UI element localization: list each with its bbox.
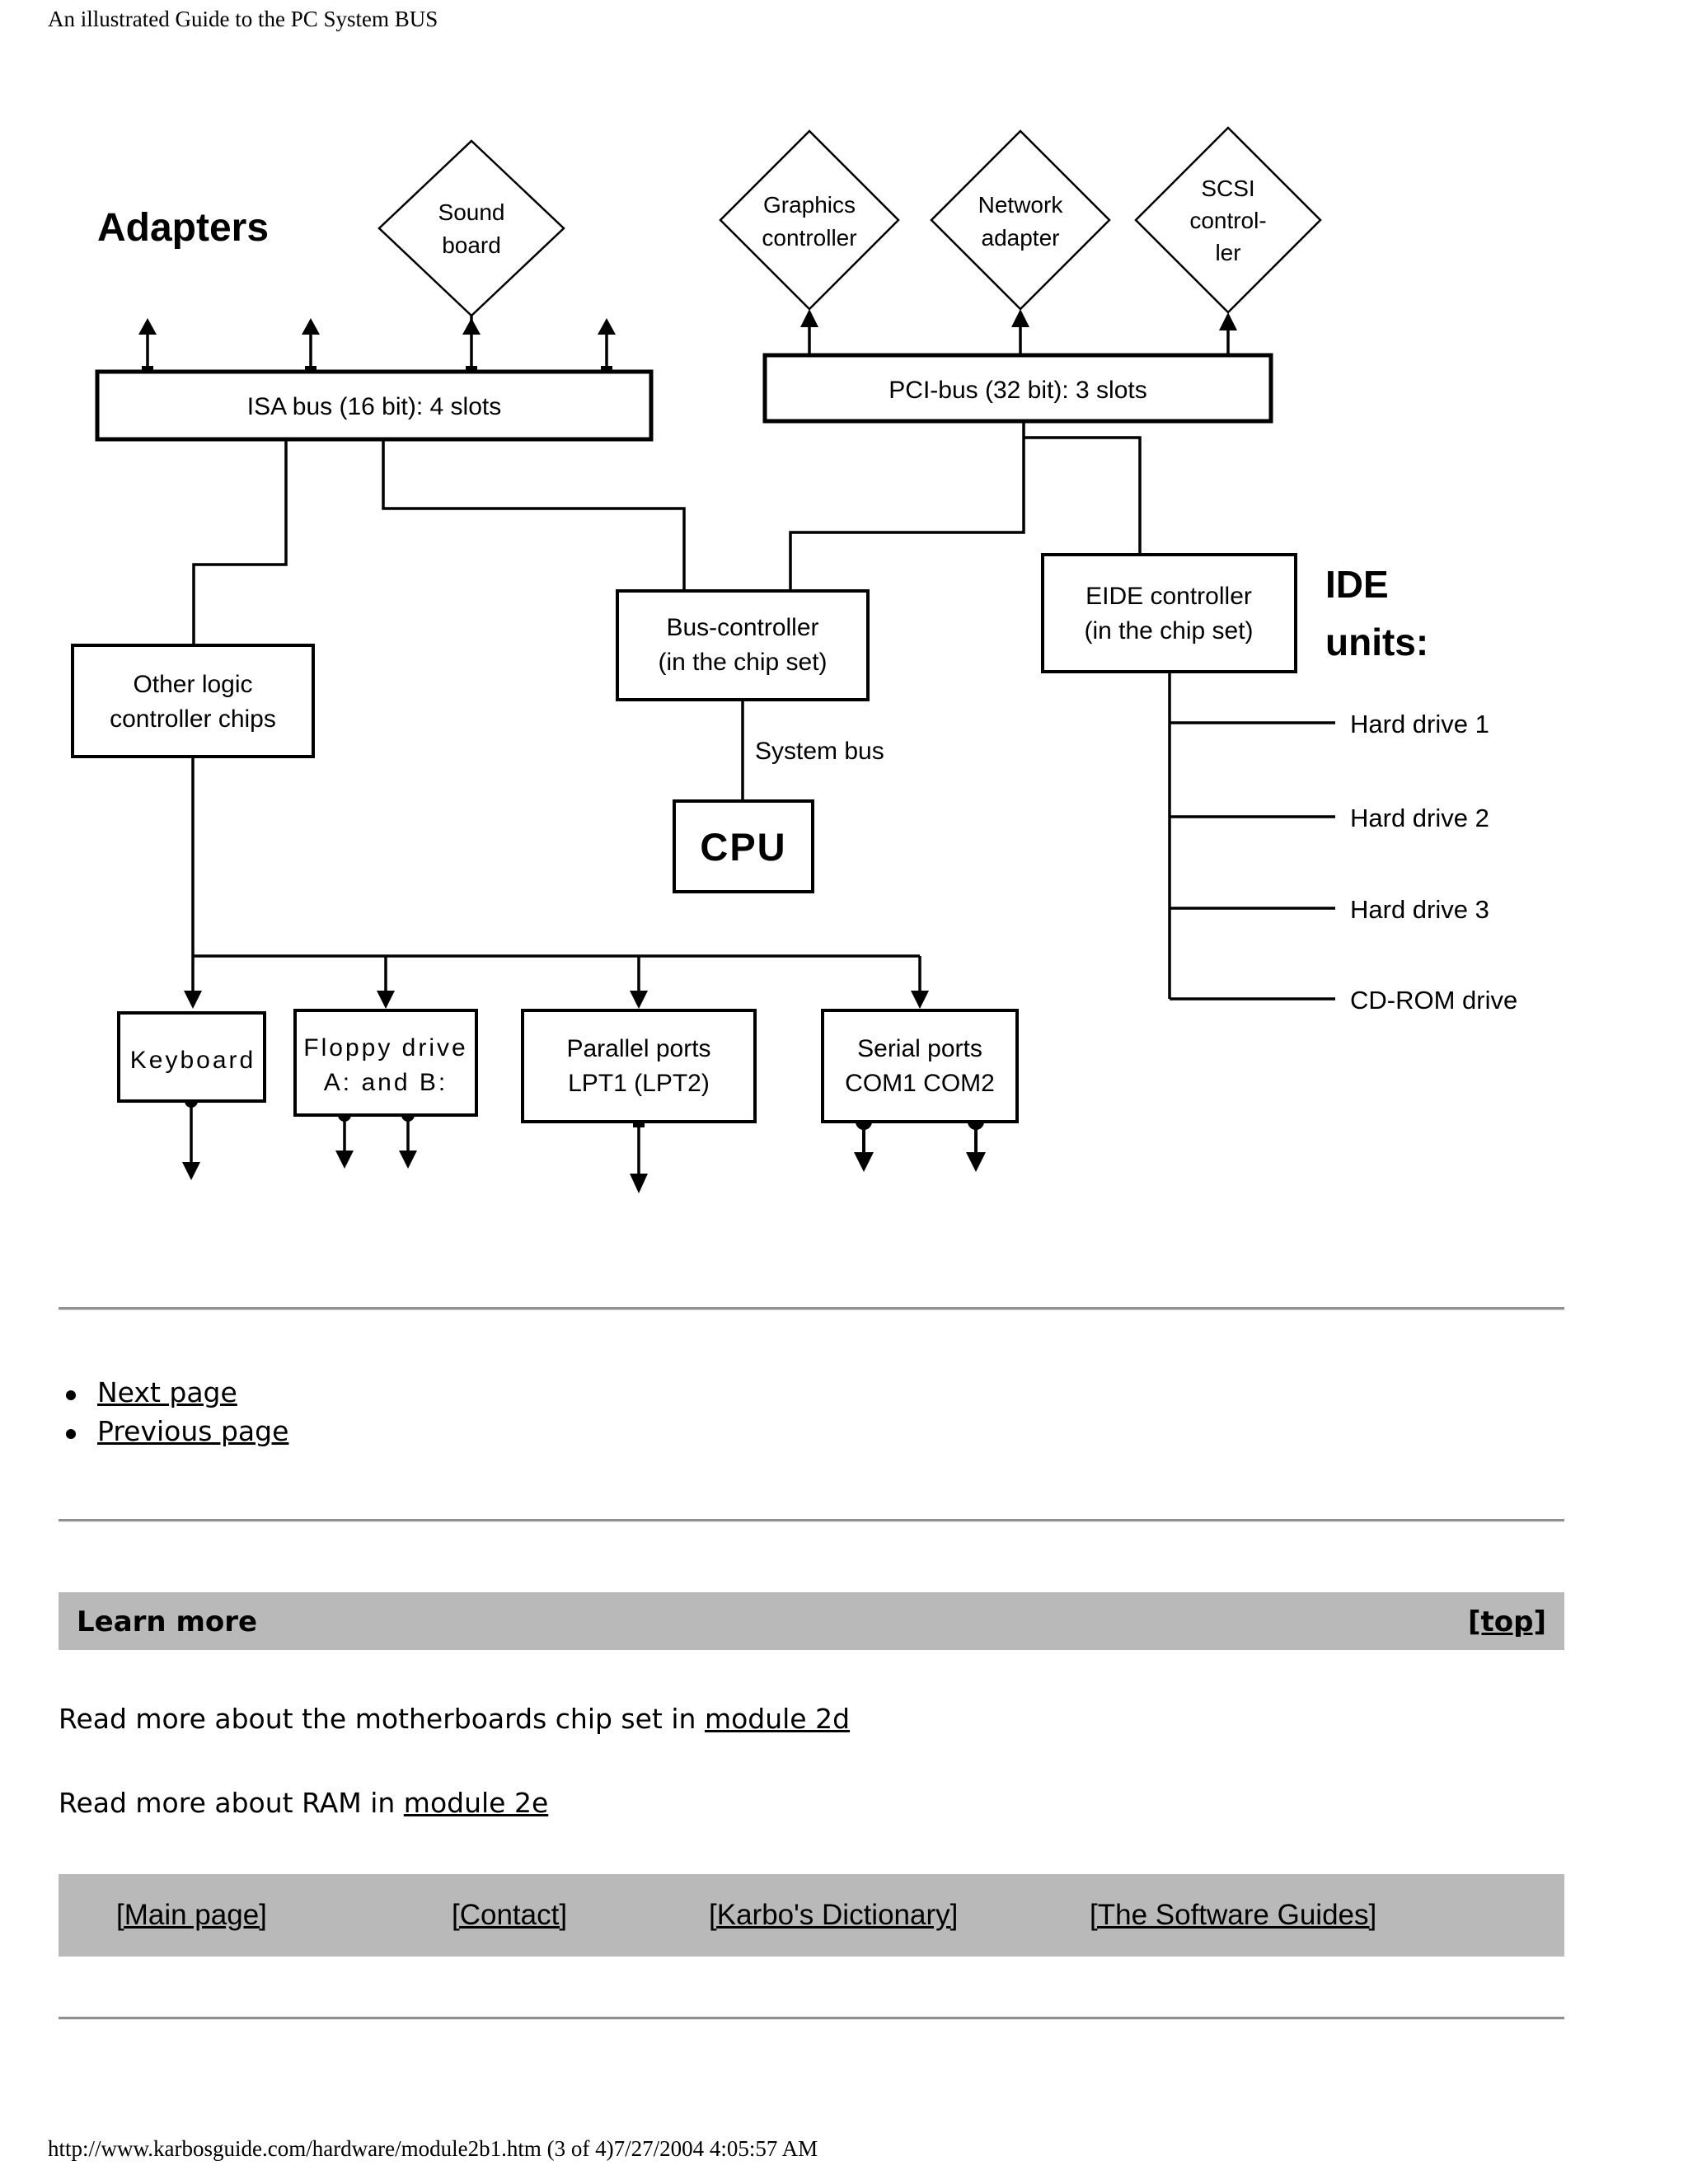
- sound-board-diamond: [377, 139, 565, 317]
- arrowhead-down-icon: [184, 991, 202, 1009]
- eide-controller-label: EIDE controller: [1085, 583, 1252, 610]
- parallel-ports-label: LPT1 (LPT2): [568, 1070, 710, 1097]
- scsi-controller-label: SCSI: [1201, 176, 1254, 201]
- arrowhead-down-icon: [911, 991, 929, 1009]
- graphics-controller-label: Graphics: [763, 192, 856, 218]
- parallel-ports-label: Parallel ports: [566, 1035, 710, 1062]
- serial-ports-label: COM1 COM2: [845, 1070, 995, 1097]
- eide-controller-box: [1041, 553, 1297, 673]
- isa-to-otherlogic-line: [192, 439, 288, 645]
- contact-link[interactable]: [Contact]: [452, 1899, 568, 1931]
- previous-page-link[interactable]: Previous page: [97, 1415, 289, 1447]
- floppy-label: Floppy drive: [303, 1034, 467, 1062]
- module-2e-link[interactable]: module 2e: [403, 1787, 549, 1819]
- cpu-label: CPU: [700, 825, 786, 869]
- learn-more-heading: Learn more: [77, 1605, 258, 1638]
- main-page-link[interactable]: [Main page]: [116, 1899, 267, 1931]
- network-adapter-label: Network: [978, 192, 1064, 218]
- floppy-label: A: and B:: [324, 1069, 448, 1096]
- floppy-out-arrow-b: [399, 1108, 417, 1169]
- graphics-controller-diamond: [719, 129, 900, 311]
- bus-controller-label: Bus-controller: [666, 614, 818, 641]
- hard-drive-3-label: Hard drive 3: [1350, 895, 1489, 924]
- connector-lines: [191, 421, 1335, 1001]
- arrowhead-down-icon: [630, 991, 648, 1009]
- karbos-dictionary-link[interactable]: [Karbo's Dictionary]: [709, 1899, 959, 1931]
- bullet-icon: [66, 1429, 76, 1439]
- network-adapter-label: adapter: [982, 225, 1060, 251]
- sound-board-label: Sound: [438, 199, 505, 225]
- adapter-diamonds: [377, 126, 1322, 317]
- isa-to-buscontroller-line: [382, 439, 686, 591]
- keyboard-label: Keyboard: [130, 1047, 256, 1074]
- bus-controller-box: [616, 589, 870, 701]
- read-more-ram-text: Read more about RAM in: [59, 1787, 404, 1819]
- network-adapter-diamond: [930, 129, 1111, 311]
- module-2d-link[interactable]: module 2d: [704, 1703, 851, 1735]
- hard-drive-2-label: Hard drive 2: [1350, 804, 1489, 832]
- horizontal-rule: [59, 1307, 1564, 1310]
- next-page-link[interactable]: Next page: [97, 1376, 237, 1408]
- read-more-chipset-text: Read more about the motherboards chip se…: [59, 1703, 705, 1735]
- isa-bus-label: ISA bus (16 bit): 4 slots: [247, 393, 501, 420]
- arrowhead-down-icon: [377, 991, 395, 1009]
- serial-ports-label: Serial ports: [857, 1035, 982, 1062]
- adapters-heading: Adapters: [97, 206, 269, 250]
- keyboard-box: [117, 1011, 266, 1103]
- keyboard-out-arrow: [182, 1094, 200, 1180]
- parallel-ports-box: [521, 1009, 757, 1123]
- scsi-controller-label: control-: [1189, 208, 1266, 233]
- software-guides-link[interactable]: [The Software Guides]: [1090, 1899, 1377, 1931]
- pci-to-eide-line: [1024, 436, 1142, 555]
- isa-arrow-soundboard: [462, 316, 481, 377]
- horizontal-rule: [59, 2017, 1564, 2020]
- pci-bus-box: [762, 353, 1273, 424]
- drop-arrowheads: [184, 991, 929, 1009]
- floppy-box: [293, 1009, 478, 1117]
- ide-units-heading: units:: [1325, 621, 1428, 663]
- read-more-ram-line: Read more about RAM in module 2e: [59, 1787, 548, 1819]
- top-link[interactable]: [top]: [1467, 1605, 1546, 1638]
- floppy-out-arrow-a: [335, 1108, 354, 1169]
- bus-controller-label: (in the chip set): [658, 649, 827, 676]
- other-logic-label: controller chips: [110, 705, 276, 733]
- diagram-boxes: [71, 353, 1297, 1123]
- scsi-controller-diamond: [1134, 126, 1322, 314]
- isa-arrow-4: [598, 318, 616, 377]
- cpu-box: [673, 799, 814, 893]
- isa-arrow-1: [138, 318, 157, 377]
- isa-arrow-2: [302, 318, 320, 377]
- scsi-controller-label: ler: [1215, 240, 1240, 265]
- cdrom-drive-label: CD-ROM drive: [1350, 986, 1517, 1015]
- read-more-chipset-line: Read more about the motherboards chip se…: [59, 1703, 850, 1735]
- hard-drive-1-label: Hard drive 1: [1350, 710, 1489, 738]
- sound-board-label: board: [442, 232, 501, 258]
- other-logic-box: [71, 644, 315, 758]
- serial-ports-box: [821, 1009, 1019, 1123]
- system-bus-diagram: Adapters Sound board Graphics controller…: [71, 126, 1517, 1193]
- page-title: An illustrated Guide to the PC System BU…: [48, 7, 438, 31]
- parallel-out-arrow: [630, 1116, 648, 1193]
- graphics-controller-label: controller: [762, 225, 856, 251]
- eide-controller-label: (in the chip set): [1084, 617, 1253, 644]
- pci-to-buscontroller-line: [789, 421, 1025, 591]
- isa-slot-arrows: [138, 316, 616, 377]
- ide-units-heading: IDE: [1325, 563, 1389, 606]
- learn-more-bar: Learn more [top]: [59, 1592, 1564, 1650]
- other-logic-label: Other logic: [133, 671, 252, 698]
- bottom-nav-bar: [Main page] [Contact] [Karbo's Dictionar…: [59, 1874, 1564, 1957]
- footer-url: http://www.karbosguide.com/hardware/modu…: [48, 2136, 818, 2161]
- isa-bus-box: [95, 369, 654, 442]
- horizontal-rule: [59, 1519, 1564, 1522]
- bullet-icon: [66, 1390, 76, 1400]
- pci-bus-label: PCI-bus (32 bit): 3 slots: [889, 377, 1146, 404]
- system-bus-label: System bus: [755, 738, 884, 765]
